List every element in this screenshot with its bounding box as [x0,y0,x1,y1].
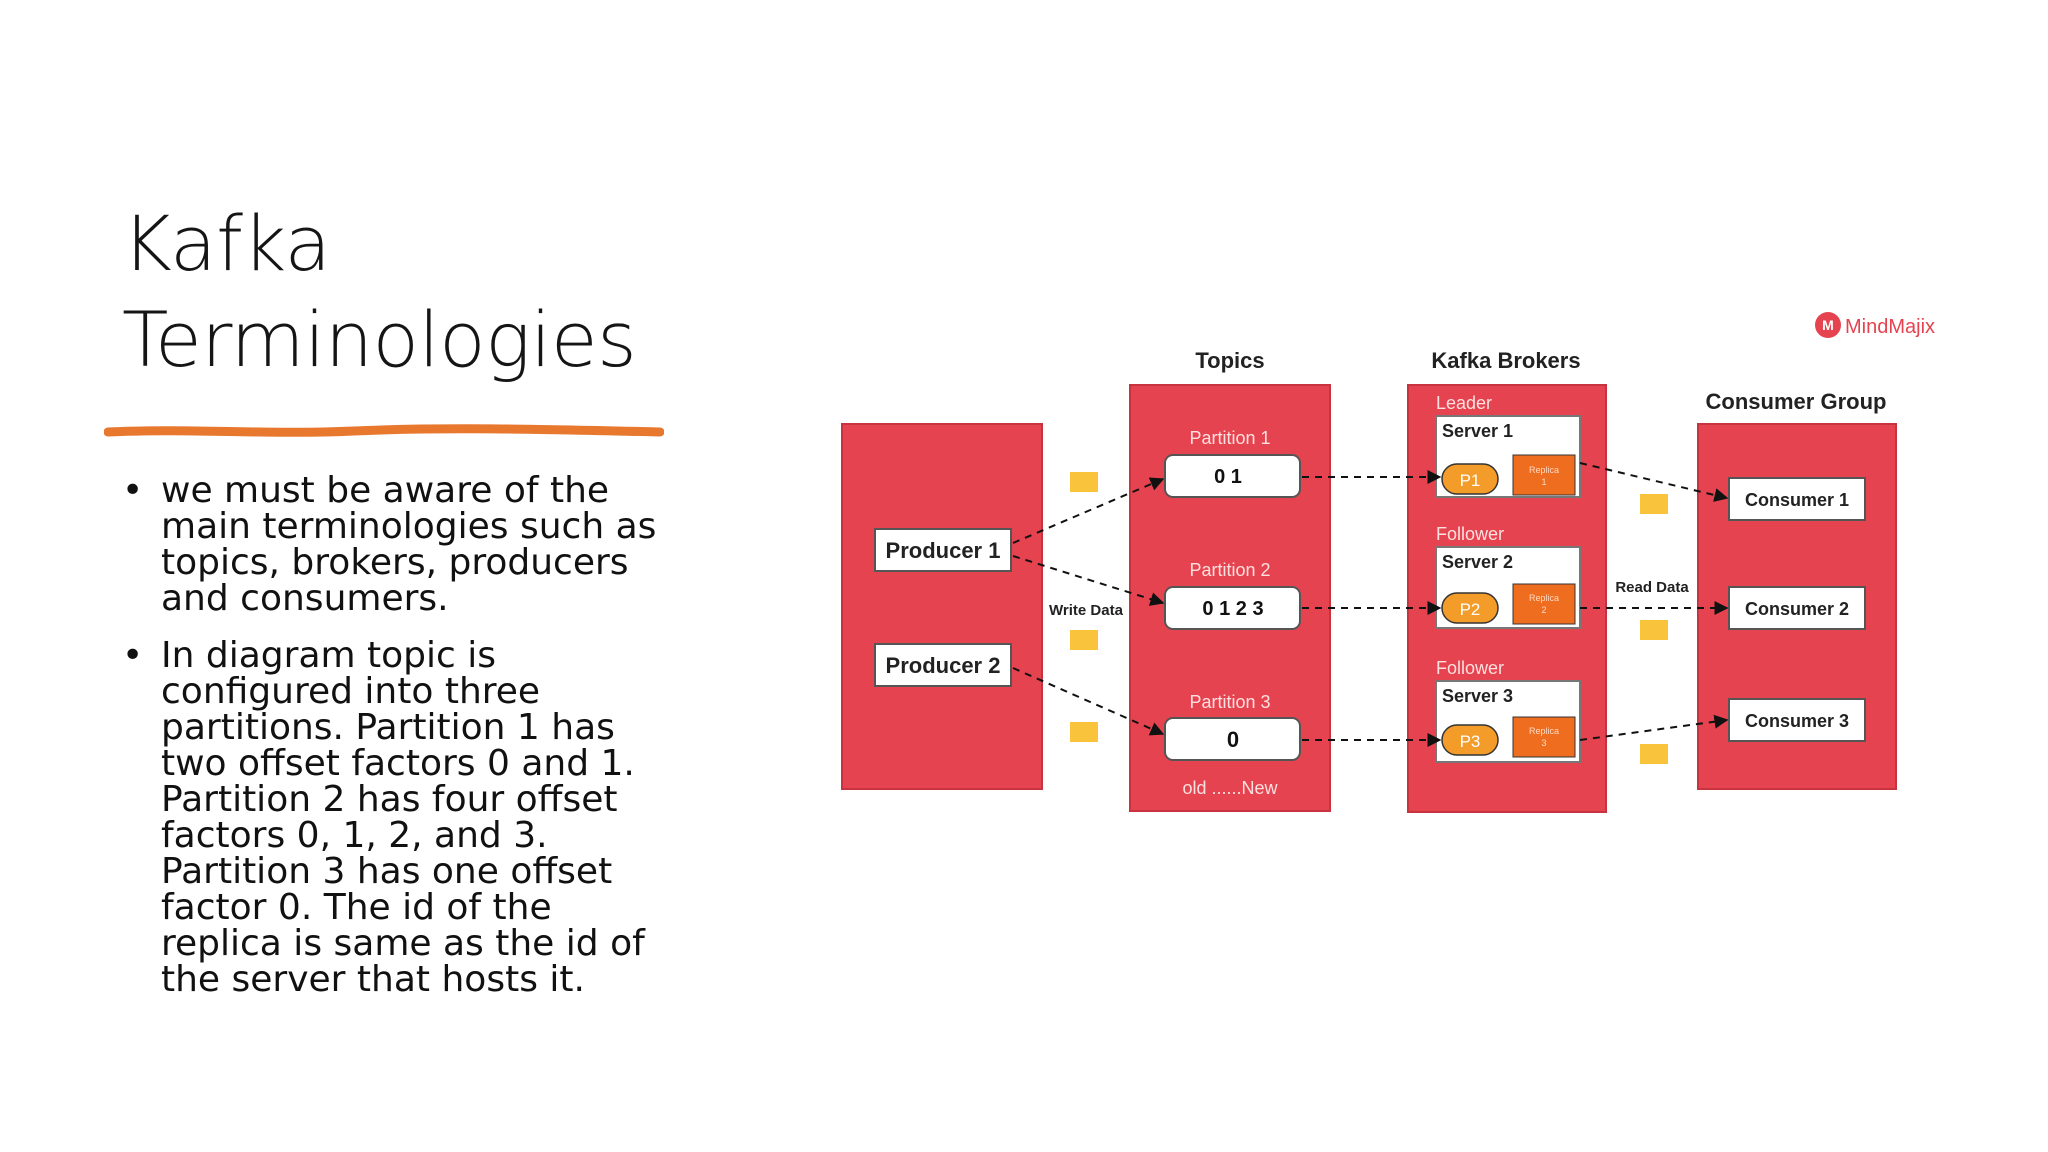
message-envelope-icon [1070,630,1098,650]
producer-2-label: Producer 2 [886,653,1001,678]
broker-1-role: Leader [1436,393,1492,413]
message-envelope-icon [1640,744,1668,764]
replica-3-box [1512,716,1576,758]
p3-pill [1441,724,1499,756]
server-3-label: Server 3 [1442,686,1513,706]
partition-1-offsets: 0 1 [1214,466,1242,488]
consumer-1: Consumer 1 [1728,477,1866,521]
replica-3-id: 3 [1541,738,1546,748]
broker-3-role: Follower [1436,658,1504,678]
kafka-diagram: M MindMajix Topics Kafka Brokers Consume… [841,312,1935,813]
server-1-label: Server 1 [1442,421,1513,441]
arrow-producer1-partition2 [1012,555,1165,606]
broker-2-role: Follower [1436,524,1504,544]
partition-3-offsets: 0 [1227,727,1239,752]
offset-axis-label: old ......New [1182,778,1278,798]
replica-2-id: 2 [1541,605,1546,615]
p2-pill [1441,592,1499,624]
bullet-item: • we must be aware of the main terminolo… [122,473,682,617]
title-line-1: Kafka [122,199,331,288]
producer-1-label: Producer 1 [886,538,1001,563]
replica-1-label: Replica [1529,465,1559,475]
logo-text: MindMajix [1845,316,1935,338]
kafka-brokers-heading: Kafka Brokers [1431,348,1580,373]
title-underline [104,424,664,437]
topics-heading: Topics [1195,348,1264,373]
partition-1-label: Partition 1 [1189,428,1270,448]
server-2-label: Server 2 [1442,552,1513,572]
producer-2: Producer 2 [874,643,1012,687]
partition-3-label: Partition 3 [1189,692,1270,712]
bullet-text: In diagram topic is configured into thre… [161,635,645,1000]
message-envelope-icon [1070,722,1098,742]
slide-title: Kafka Terminologies [122,196,742,388]
consumer-2-label: Consumer 2 [1745,599,1849,619]
partition-3-box [1164,717,1301,761]
p1-pill [1441,463,1499,495]
consumer-3-label: Consumer 3 [1745,711,1849,731]
producers-panel [841,423,1043,790]
replica-3-label: Replica [1529,726,1559,736]
replica-1-box [1512,454,1576,496]
bullet-list: • we must be aware of the main terminolo… [122,473,682,1019]
consumer-2: Consumer 2 [1728,586,1866,630]
logo-mark-icon [1815,312,1841,338]
producer-1: Producer 1 [874,528,1012,572]
message-envelope-icon [1070,472,1098,492]
message-envelope-icon [1640,620,1668,640]
arrow-producer2-partition3 [1012,667,1165,736]
p2-label: P2 [1460,600,1481,619]
arrow-producer1-partition1 [1012,477,1165,544]
consumer-1-label: Consumer 1 [1745,490,1849,510]
read-data-label: Read Data [1615,579,1689,596]
bullet-dot: • [122,470,144,511]
replica-1-id: 1 [1541,477,1546,487]
bullet-item: • In diagram topic is configured into th… [122,638,682,998]
p1-label: P1 [1460,471,1481,490]
mindmajix-logo: M MindMajix [1815,312,1935,338]
bullet-dot: • [122,635,144,676]
replica-2-label: Replica [1529,593,1559,603]
replica-2-box [1512,583,1576,625]
write-data-label: Write Data [1049,602,1124,619]
title-line-2: Terminologies [122,295,637,384]
message-envelope-icon [1640,494,1668,514]
partition-2-offsets: 0 1 2 3 [1202,598,1263,620]
bullet-text: we must be aware of the main terminologi… [161,470,657,619]
consumer-group-heading: Consumer Group [1706,389,1887,414]
p3-label: P3 [1460,732,1481,751]
partition-1-box [1164,454,1301,498]
partition-2-label: Partition 2 [1189,560,1270,580]
consumer-3: Consumer 3 [1728,698,1866,742]
logo-mark-glyph: M [1822,317,1834,333]
arrow-server3-consumer3 [1579,714,1729,741]
partition-2-box [1164,586,1301,630]
